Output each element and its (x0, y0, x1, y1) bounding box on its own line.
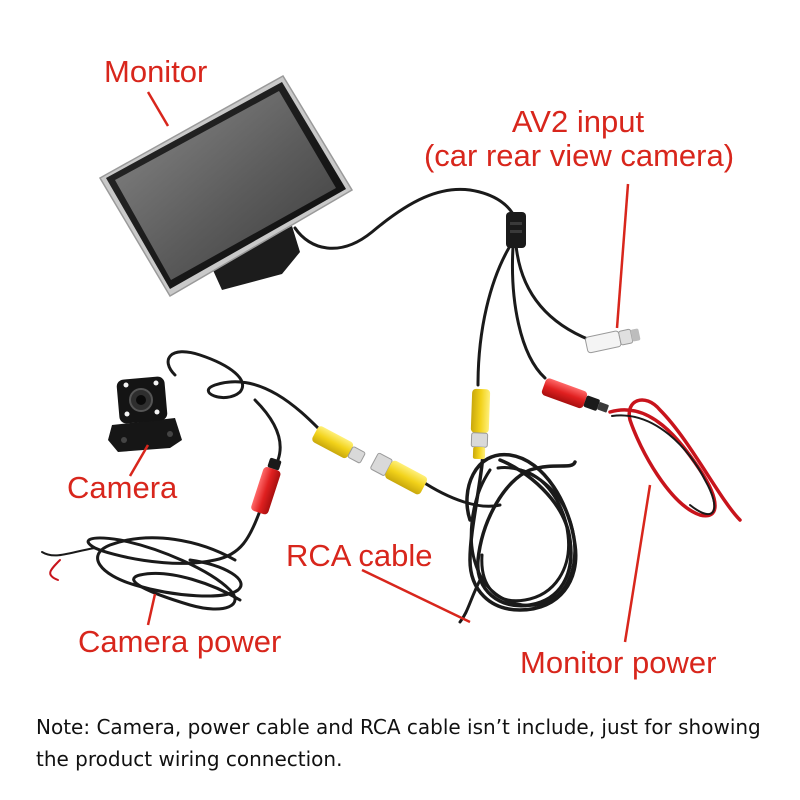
camera-label: Camera (67, 470, 178, 505)
note-line-1: Note: Camera, power cable and RCA cable … (36, 715, 761, 739)
camera-power-red-plug (251, 457, 282, 515)
rca-link-cable (418, 478, 502, 508)
camera-power-label: Camera power (78, 624, 282, 659)
camera-power-cable (86, 503, 264, 611)
camera-cable (166, 350, 322, 432)
callout-lines (128, 91, 652, 643)
cable-splitter (506, 212, 526, 248)
av2-white-rca-connector (584, 328, 641, 354)
rca-callout-line (361, 568, 471, 624)
rca-cable-tail (458, 578, 482, 624)
camera-bracket (108, 418, 182, 452)
monitor-stand (212, 226, 300, 290)
monitor-power-red-connector (541, 378, 609, 413)
camera-power-wire-end-red (49, 559, 61, 581)
monitor-power-label: Monitor power (520, 645, 717, 680)
rca-cable-coil-2 (476, 458, 577, 608)
rca-cable-label: RCA cable (286, 538, 433, 573)
rca-cable-coil-4 (480, 468, 571, 603)
camera-power-wire-end (41, 547, 96, 557)
camera (108, 376, 182, 452)
note-text: Note: Camera, power cable and RCA cable … (36, 711, 776, 775)
monitor (98, 74, 354, 298)
camera-yellow-rca-connector (312, 426, 428, 495)
av2-input-sublabel: (car rear view camera) (423, 138, 735, 173)
camera-power-lead (253, 398, 282, 462)
monitor-yellow-rca-connector (470, 388, 491, 460)
rca-cable-coil-1 (465, 452, 578, 612)
av1-branch-cable (476, 244, 512, 387)
camera-callout-line (128, 444, 150, 477)
camera-power-cable-coil (96, 536, 243, 598)
monitor-power-wire-black (611, 414, 716, 516)
monitor-cable (293, 187, 518, 250)
av2-callout-line (615, 183, 630, 329)
monitor-power-wire (608, 398, 742, 522)
power-branch-cable (511, 245, 547, 380)
monitor-label: Monitor (104, 54, 208, 89)
monitor-screen (115, 91, 336, 280)
cables (41, 187, 742, 624)
monitor-callout-line (146, 91, 170, 127)
monitor-power-callout-line (623, 484, 652, 643)
av2-input-label: AV2 input (511, 104, 645, 139)
av2-branch-cable (514, 243, 592, 342)
note-line-2: the product wiring connection. (36, 747, 343, 771)
camera-power-callout-line (146, 593, 157, 626)
